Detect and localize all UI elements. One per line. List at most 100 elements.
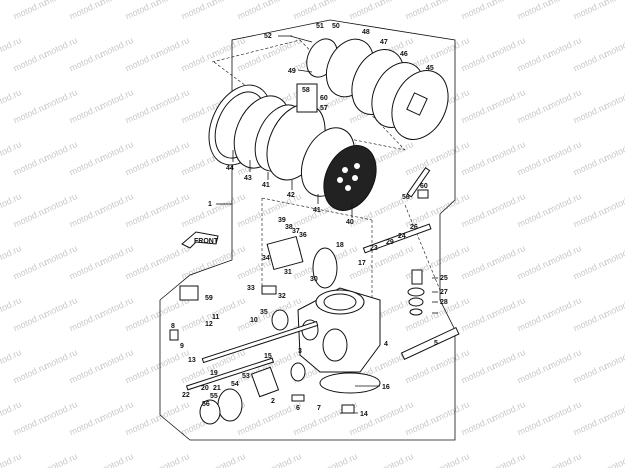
watermark-text: motod.ru bbox=[180, 101, 216, 125]
watermark-text: motod.ru bbox=[546, 35, 582, 59]
callout-52: 52 bbox=[264, 33, 272, 40]
watermark-text: motod.ru bbox=[98, 139, 134, 163]
watermark-text: motod.ru bbox=[292, 0, 328, 21]
watermark-text: motod.ru bbox=[98, 295, 134, 319]
watermark-text: motod.ru bbox=[154, 191, 190, 215]
watermark-text: motod.ru bbox=[42, 191, 78, 215]
watermark-text: motod.ru bbox=[0, 35, 23, 59]
watermark-text: motod.ru bbox=[68, 413, 104, 437]
watermark-text: motod.ru bbox=[460, 257, 496, 281]
callout-35: 35 bbox=[260, 309, 268, 316]
watermark-text: motod.ru bbox=[378, 451, 414, 468]
callout-42: 42 bbox=[287, 192, 295, 199]
callout-22: 22 bbox=[182, 392, 190, 399]
watermark-text: motod.ru bbox=[42, 295, 78, 319]
watermark-text: motod.ru bbox=[490, 399, 526, 423]
callout-numbers: 52 51 50 48 47 46 45 49 58 60 57 44 43 4… bbox=[171, 23, 448, 418]
watermark-text: motod.ru bbox=[460, 309, 496, 333]
watermark-text: motod.ru bbox=[460, 205, 496, 229]
callout-16: 16 bbox=[382, 384, 390, 391]
watermark-text: motod.ru bbox=[210, 243, 246, 267]
carburetor-body bbox=[297, 247, 381, 394]
watermark-text: motod.ru bbox=[0, 87, 23, 111]
callout-58: 58 bbox=[302, 87, 310, 94]
watermark-text: motod.ru bbox=[42, 87, 78, 111]
watermark-text: motod.ru bbox=[124, 413, 160, 437]
watermark-text: motod.ru bbox=[154, 35, 190, 59]
watermark-text: motod.ru bbox=[154, 243, 190, 267]
callout-28: 28 bbox=[440, 299, 448, 306]
callout-37: 37 bbox=[292, 228, 300, 235]
watermark-text: motod.ru bbox=[546, 347, 582, 371]
watermark-text: motod.ru bbox=[378, 243, 414, 267]
watermark-text: motod.ru bbox=[292, 413, 328, 437]
watermark-text: motod.ru bbox=[42, 399, 78, 423]
callout-30: 30 bbox=[310, 276, 318, 283]
callout-48: 48 bbox=[362, 29, 370, 36]
callout-18: 18 bbox=[336, 242, 344, 249]
callout-21: 21 bbox=[213, 385, 221, 392]
watermark-text: motod.ru bbox=[98, 451, 134, 468]
callout-56-bottom: 56 bbox=[202, 401, 210, 408]
callout-53: 53 bbox=[242, 373, 250, 380]
callout-41-left: 41 bbox=[262, 182, 270, 189]
callout-39: 39 bbox=[278, 217, 286, 224]
callout-32: 32 bbox=[278, 293, 286, 300]
watermark-text: motod.ru bbox=[460, 101, 496, 125]
watermark-text: motod.ru bbox=[572, 153, 608, 177]
watermark-text: motod.ru bbox=[460, 0, 496, 21]
watermark-text: motod.ru bbox=[12, 257, 48, 281]
upper-right-cover-stack bbox=[289, 35, 449, 140]
callout-33: 33 bbox=[247, 285, 255, 292]
callout-56-top: 56 bbox=[402, 194, 410, 201]
watermark-text: motod.ru bbox=[98, 347, 134, 371]
callout-26: 26 bbox=[410, 224, 418, 231]
watermark-text: motod.ru bbox=[68, 309, 104, 333]
watermark-text: motod.ru bbox=[546, 87, 582, 111]
watermark-text: motod.ru bbox=[12, 153, 48, 177]
watermark-text: motod.ru bbox=[490, 35, 526, 59]
watermark-text: motod.ru bbox=[0, 451, 23, 468]
callout-27-a: 27 bbox=[440, 289, 448, 296]
watermark-text: motod.ru bbox=[434, 139, 470, 163]
watermark-text: motod.ru bbox=[516, 361, 552, 385]
watermark-text: motod.ru bbox=[236, 205, 272, 229]
watermark-text: motod.ru bbox=[180, 153, 216, 177]
callout-60-right: 60 bbox=[420, 183, 428, 190]
callout-47: 47 bbox=[380, 39, 388, 46]
callout-43: 43 bbox=[244, 175, 252, 182]
watermark-text: motod.ru bbox=[0, 0, 23, 7]
callout-7: 7 bbox=[317, 405, 321, 412]
callout-8: 8 bbox=[171, 323, 175, 330]
callout-11: 11 bbox=[212, 314, 220, 321]
watermark-text: motod.ru bbox=[490, 139, 526, 163]
callout-14: 14 bbox=[360, 411, 368, 418]
watermark-text: motod.ru bbox=[0, 191, 23, 215]
watermark-text: motod.ru bbox=[236, 49, 272, 73]
watermark-text: motod.ru bbox=[42, 243, 78, 267]
watermark-text: motod.ru bbox=[434, 191, 470, 215]
watermark-text: motod.ru bbox=[266, 451, 302, 468]
callout-49: 49 bbox=[288, 68, 296, 75]
watermark-text: motod.ru bbox=[124, 101, 160, 125]
callout-5: 5 bbox=[434, 340, 438, 347]
watermark-text: motod.ru bbox=[490, 191, 526, 215]
watermark-text: motod.ru bbox=[378, 399, 414, 423]
watermark-text: motod.ru bbox=[42, 451, 78, 468]
watermark-text: motod.ru bbox=[378, 295, 414, 319]
watermark-text: motod.ru bbox=[154, 139, 190, 163]
watermark-text: motod.ru bbox=[210, 35, 246, 59]
watermark-text: motod.ru bbox=[68, 0, 104, 21]
watermark-text: motod.ru bbox=[434, 451, 470, 468]
callout-9: 9 bbox=[180, 343, 184, 350]
watermark-text: motod.ru bbox=[68, 153, 104, 177]
watermark-text: motod.ru bbox=[490, 87, 526, 111]
callout-50: 50 bbox=[332, 23, 340, 30]
callout-24-top: 24 bbox=[398, 233, 406, 240]
watermark-text: motod.ru bbox=[12, 413, 48, 437]
callout-44: 44 bbox=[226, 165, 234, 172]
small-parts bbox=[169, 167, 460, 425]
watermark-text: motod.ru bbox=[210, 451, 246, 468]
watermark-text: motod.ru bbox=[348, 0, 384, 21]
